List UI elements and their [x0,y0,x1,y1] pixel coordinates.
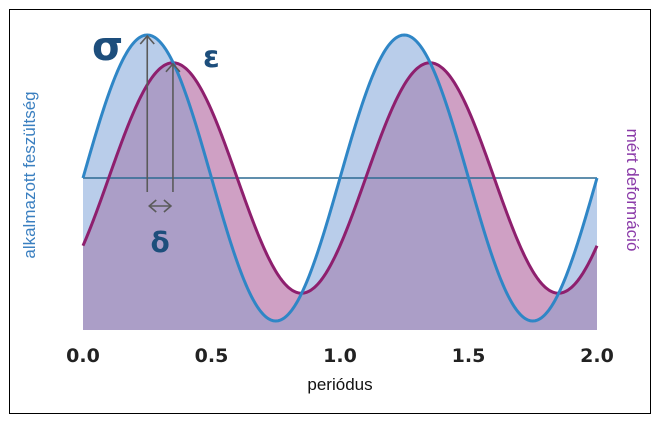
x-tick-label-1: 0.5 [195,345,229,367]
strain-peak-arrowhead [165,62,181,73]
phase-symbol: δ [150,226,169,259]
x-tick-label-0: 0.0 [66,345,100,367]
overlap-area [83,62,597,331]
stress-peak-arrowhead [139,34,155,45]
y-axis-label-left: alkalmazott feszültség [20,91,39,259]
x-axis-label: periódus [307,375,373,394]
x-tick-label-4: 2.0 [580,345,614,367]
phase-arrow-left-head [148,199,157,213]
x-tick-label-2: 1.0 [323,345,357,367]
strain-symbol: ε [203,40,220,75]
x-tick-label-3: 1.5 [452,345,486,367]
phase-arrow-right-head [163,199,173,213]
stress-line [81,33,599,323]
y-axis-label-right: mért deformáció [623,128,642,252]
stress-symbol: σ [92,24,123,70]
strain-line [81,61,599,295]
